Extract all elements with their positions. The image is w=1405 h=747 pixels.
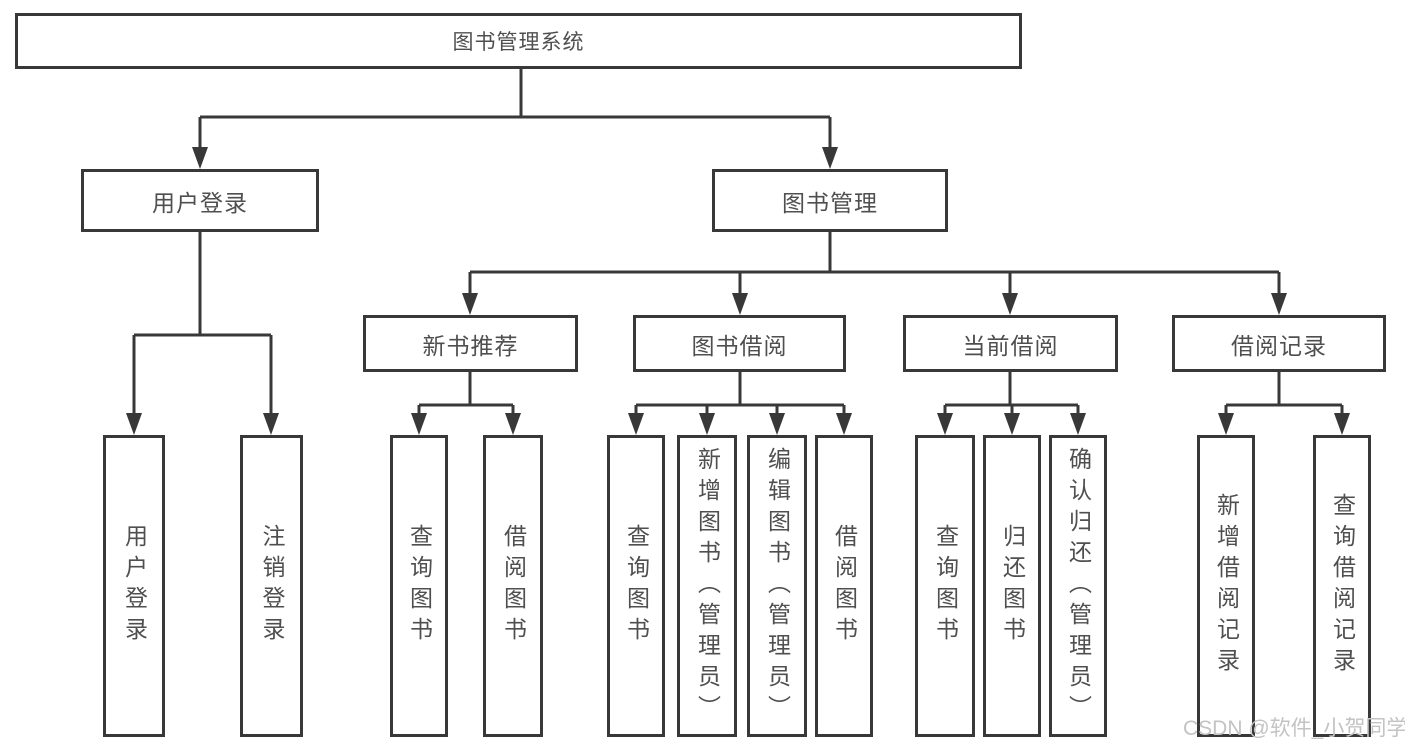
leaf-records-add: 新增借阅记录	[1197, 435, 1255, 737]
leaf-newbooks-borrow: 借阅图书	[483, 435, 543, 737]
leaf-borrow-add-book-label: 新增图书（管理员）	[694, 446, 721, 726]
leaf-borrow-borrow-book-label: 借阅图书	[831, 524, 858, 648]
csdn-watermark: CSDN @软件_小贺同学	[1183, 717, 1405, 740]
leaf-records-query: 查询借阅记录	[1313, 435, 1371, 737]
arrowheads	[126, 147, 1350, 435]
node-book-borrow: 图书借阅	[633, 315, 846, 372]
node-book-borrow-label: 图书借阅	[691, 332, 788, 359]
leaf-logout-label: 注销登录	[259, 524, 285, 648]
leaf-current-confirm-return-label: 确认归还（管理员）	[1065, 446, 1092, 726]
leaf-newbooks-query: 查询图书	[390, 435, 448, 737]
leaf-user-login: 用户登录	[103, 435, 165, 737]
node-new-book-recommend-label: 新书推荐	[422, 332, 519, 359]
node-root-label: 图书管理系统	[452, 31, 585, 54]
node-current-borrow: 当前借阅	[903, 315, 1118, 372]
node-root: 图书管理系统	[15, 13, 1022, 69]
leaf-borrow-edit-book-label: 编辑图书（管理员）	[764, 446, 791, 726]
node-borrow-records: 借阅记录	[1172, 315, 1386, 372]
leaf-current-query: 查询图书	[915, 435, 975, 737]
leaf-current-confirm-return: 确认归还（管理员）	[1049, 435, 1107, 737]
leaf-user-login-label: 用户登录	[121, 524, 148, 648]
node-current-borrow-label: 当前借阅	[962, 332, 1059, 359]
leaf-newbooks-borrow-label: 借阅图书	[500, 524, 527, 648]
leaf-borrow-edit-book: 编辑图书（管理员）	[747, 435, 807, 737]
node-borrow-records-label: 借阅记录	[1231, 332, 1327, 359]
leaf-records-query-label: 查询借阅记录	[1329, 493, 1356, 679]
leaf-records-add-label: 新增借阅记录	[1213, 493, 1240, 679]
leaf-current-query-label: 查询图书	[932, 524, 959, 648]
leaf-logout: 注销登录	[240, 435, 303, 737]
leaf-borrow-query: 查询图书	[607, 435, 665, 737]
node-new-book-recommend: 新书推荐	[363, 315, 578, 372]
node-user-login: 用户登录	[81, 169, 319, 232]
leaf-borrow-borrow-book: 借阅图书	[815, 435, 873, 737]
leaf-newbooks-query-label: 查询图书	[406, 524, 433, 648]
node-book-management-label: 图书管理	[782, 189, 878, 216]
node-book-management: 图书管理	[712, 169, 948, 232]
leaf-borrow-add-book: 新增图书（管理员）	[677, 435, 737, 737]
leaf-current-return-label: 归还图书	[999, 524, 1026, 648]
leaf-borrow-query-label: 查询图书	[623, 524, 650, 648]
leaf-current-return: 归还图书	[983, 435, 1041, 737]
node-user-login-label: 用户登录	[152, 189, 248, 216]
